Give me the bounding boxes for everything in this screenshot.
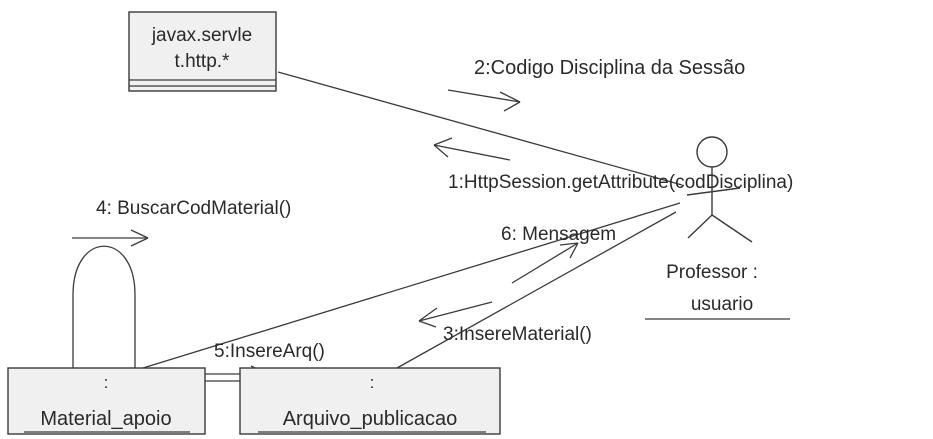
object-arquivo-publicacao: : Arquivo_publicacao bbox=[239, 367, 501, 435]
object-servlet-line2: t.http.* bbox=[175, 51, 231, 72]
actor-head bbox=[696, 136, 728, 168]
object-arquivo-role: : bbox=[370, 373, 375, 392]
arrow-msg-2 bbox=[447, 89, 521, 112]
arrow-msg-4 bbox=[72, 229, 149, 247]
link-actor-servlet bbox=[277, 71, 683, 186]
link-actor-arquivo bbox=[396, 211, 677, 369]
arrow-msg-1 bbox=[433, 137, 511, 161]
message-4-label: 4: BuscarCodMaterial() bbox=[96, 198, 291, 219]
object-servlet-http: javax.servle t.http.* bbox=[128, 11, 277, 92]
self-link-material bbox=[72, 245, 136, 368]
object-material-name: Material_apoio bbox=[40, 408, 171, 430]
actor-professor bbox=[686, 136, 753, 243]
object-servlet-line1: javax.servle bbox=[151, 25, 252, 46]
message-1-label: 1:HttpSession.getAttribute(codDisciplina… bbox=[448, 172, 793, 193]
arrow-msg-6 bbox=[511, 242, 579, 284]
message-2-label: 2:Codigo Disciplina da Sessão bbox=[474, 57, 745, 79]
link-actor-material bbox=[142, 202, 681, 369]
message-3-label: 3:InsereMaterial() bbox=[443, 324, 592, 345]
message-5-label: 5:InsereArq() bbox=[214, 341, 325, 362]
actor-label-line2: usuario bbox=[691, 294, 753, 315]
actor-label-line1: Professor : bbox=[666, 262, 758, 283]
arrow-msg-3 bbox=[418, 301, 493, 328]
message-6-label: 6: Mensagem bbox=[501, 224, 616, 245]
object-material-apoio: : Material_apoio bbox=[7, 367, 206, 435]
object-arquivo-name: Arquivo_publicacao bbox=[283, 408, 458, 430]
object-material-role: : bbox=[104, 373, 109, 392]
